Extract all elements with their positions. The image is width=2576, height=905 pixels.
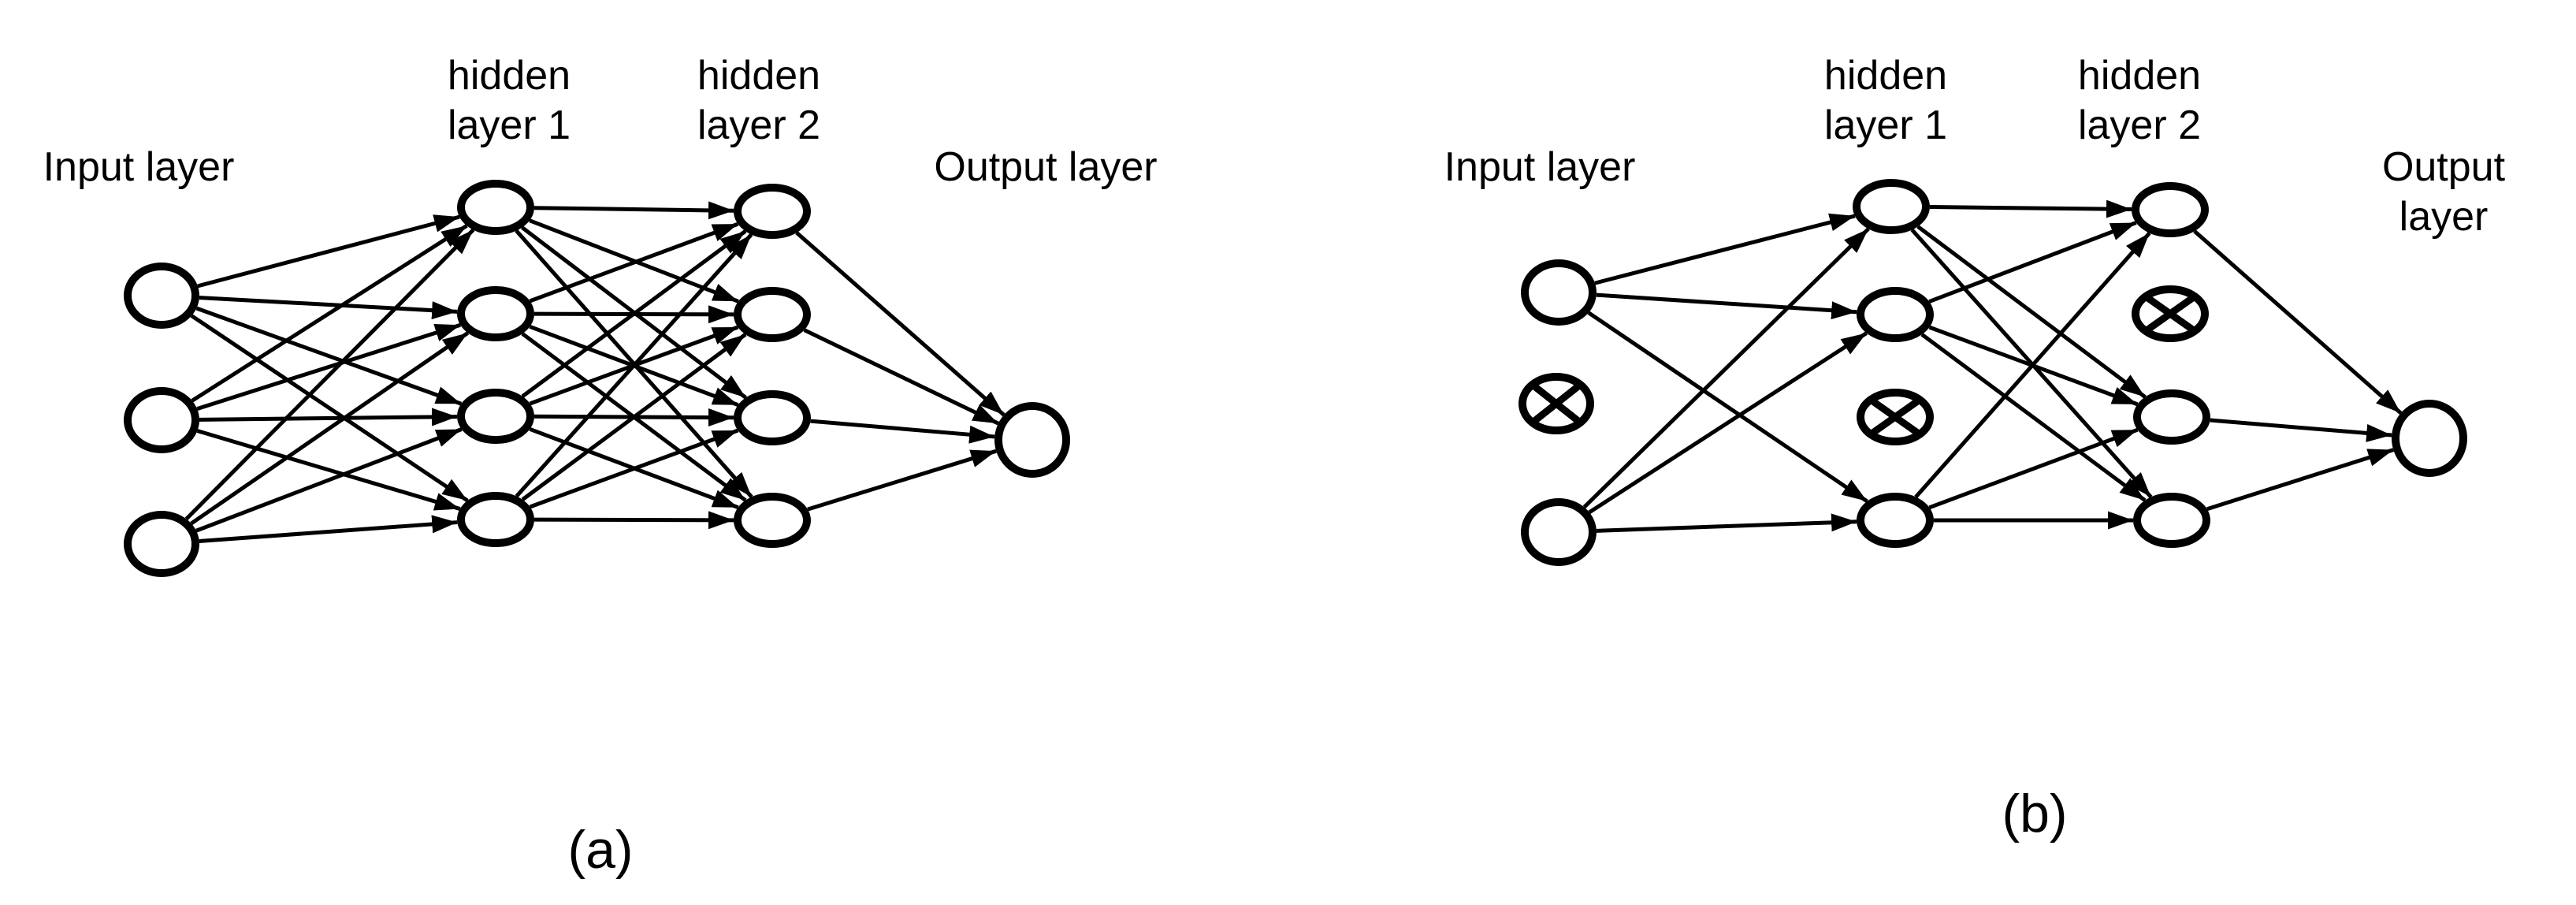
a-input-node-2 <box>124 387 199 453</box>
edge-b-h14-h23 <box>1928 427 2139 510</box>
edge-b-h21-o1 <box>2193 229 2403 415</box>
output-layer-label-a: Output layer <box>934 144 1158 190</box>
edge-a-i2-h13 <box>199 408 458 426</box>
edge-b-h11-h21 <box>1929 199 2132 218</box>
dropout-cross-icon <box>1530 382 1583 426</box>
edge-b-h14-h21 <box>1914 231 2151 499</box>
edge-a-h14-h22 <box>521 333 747 501</box>
hidden-layer-2-label-b: hidden layer 2 <box>2077 53 2202 148</box>
edge-a-h13-h21 <box>521 229 747 398</box>
a-hidden1-node-3 <box>457 389 534 444</box>
b-hidden1-node-1 <box>1853 179 1930 234</box>
b-hidden2-node-1 <box>2132 182 2209 237</box>
caption-b: (b) <box>2002 784 2068 844</box>
edge-a-i3-h13 <box>195 427 463 533</box>
edge-b-h12-h24 <box>1920 333 2147 502</box>
hidden-layer-1-label-b: hidden layer 1 <box>1823 53 1948 148</box>
b-input-node-2-dropped <box>1518 373 1594 434</box>
edge-b-i3-h14 <box>1596 513 1857 533</box>
edge-b-i3-h11 <box>1582 227 1870 509</box>
edge-a-i1-h12 <box>199 296 458 320</box>
dropout-cross-icon <box>2143 293 2197 334</box>
edge-a-i2-h14 <box>196 429 461 511</box>
edge-b-i1-h14 <box>1587 311 1868 503</box>
a-hidden1-node-1 <box>457 180 534 235</box>
edge-a-h11-h21 <box>533 201 734 220</box>
edge-a-h21-o1 <box>795 231 1005 417</box>
a-hidden2-node-2 <box>734 287 811 342</box>
edge-b-h23-o1 <box>2210 418 2392 442</box>
edge-a-h12-h21 <box>529 222 739 304</box>
edge-a-i1-h14 <box>190 314 469 503</box>
hidden-layer-2-label-a: hidden layer 2 <box>697 53 821 148</box>
a-input-node-1 <box>124 263 199 329</box>
caption-a: (a) <box>567 820 634 880</box>
edge-b-i1-h12 <box>1596 292 1857 320</box>
edge-a-h14-h21 <box>515 233 753 498</box>
a-output-node <box>994 402 1070 478</box>
b-hidden2-node-4 <box>2133 493 2210 548</box>
output-layer-label-b: Output layer <box>2381 144 2506 240</box>
dropout-cross-icon <box>1868 397 1922 438</box>
a-hidden1-node-4 <box>457 492 534 547</box>
a-hidden1-node-2 <box>457 286 534 341</box>
edge-a-h23-o1 <box>810 419 995 444</box>
hidden-layer-1-label-a: hidden layer 1 <box>447 53 571 148</box>
edge-a-h14-h23 <box>529 428 739 509</box>
b-hidden1-node-4 <box>1857 493 1934 548</box>
edge-a-i1-h11 <box>197 214 460 289</box>
edge-b-h11-h23 <box>1916 225 2147 399</box>
edge-b-i1-h11 <box>1594 213 1856 285</box>
input-layer-label-a: Input layer <box>43 144 235 190</box>
edge-b-h24-o1 <box>2206 448 2394 512</box>
edge-a-i1-h13 <box>195 306 463 406</box>
b-input-node-3 <box>1521 498 1597 566</box>
b-hidden2-node-2-dropped <box>2132 285 2209 342</box>
edge-a-h22-o1 <box>803 328 999 426</box>
edge-a-i3-h11 <box>184 228 475 521</box>
b-hidden1-node-2 <box>1857 287 1934 342</box>
a-hidden2-node-1 <box>734 184 811 239</box>
edge-a-i2-h11 <box>191 224 468 403</box>
edge-b-i3-h12 <box>1588 331 1868 514</box>
edge-a-i3-h12 <box>190 331 470 526</box>
edge-a-i2-h12 <box>196 322 462 412</box>
input-layer-label-b: Input layer <box>1444 144 1636 190</box>
a-hidden2-node-3 <box>734 390 811 445</box>
a-input-node-3 <box>124 511 199 577</box>
b-output-node <box>2392 400 2467 477</box>
a-hidden2-node-4 <box>734 493 811 548</box>
b-hidden2-node-3 <box>2133 389 2210 445</box>
edge-a-i3-h14 <box>199 515 458 543</box>
b-hidden1-node-3-dropped <box>1857 389 1934 445</box>
b-input-node-1 <box>1521 259 1597 326</box>
edge-b-h12-h21 <box>1928 221 2137 304</box>
edge-a-h24-o1 <box>807 449 997 512</box>
